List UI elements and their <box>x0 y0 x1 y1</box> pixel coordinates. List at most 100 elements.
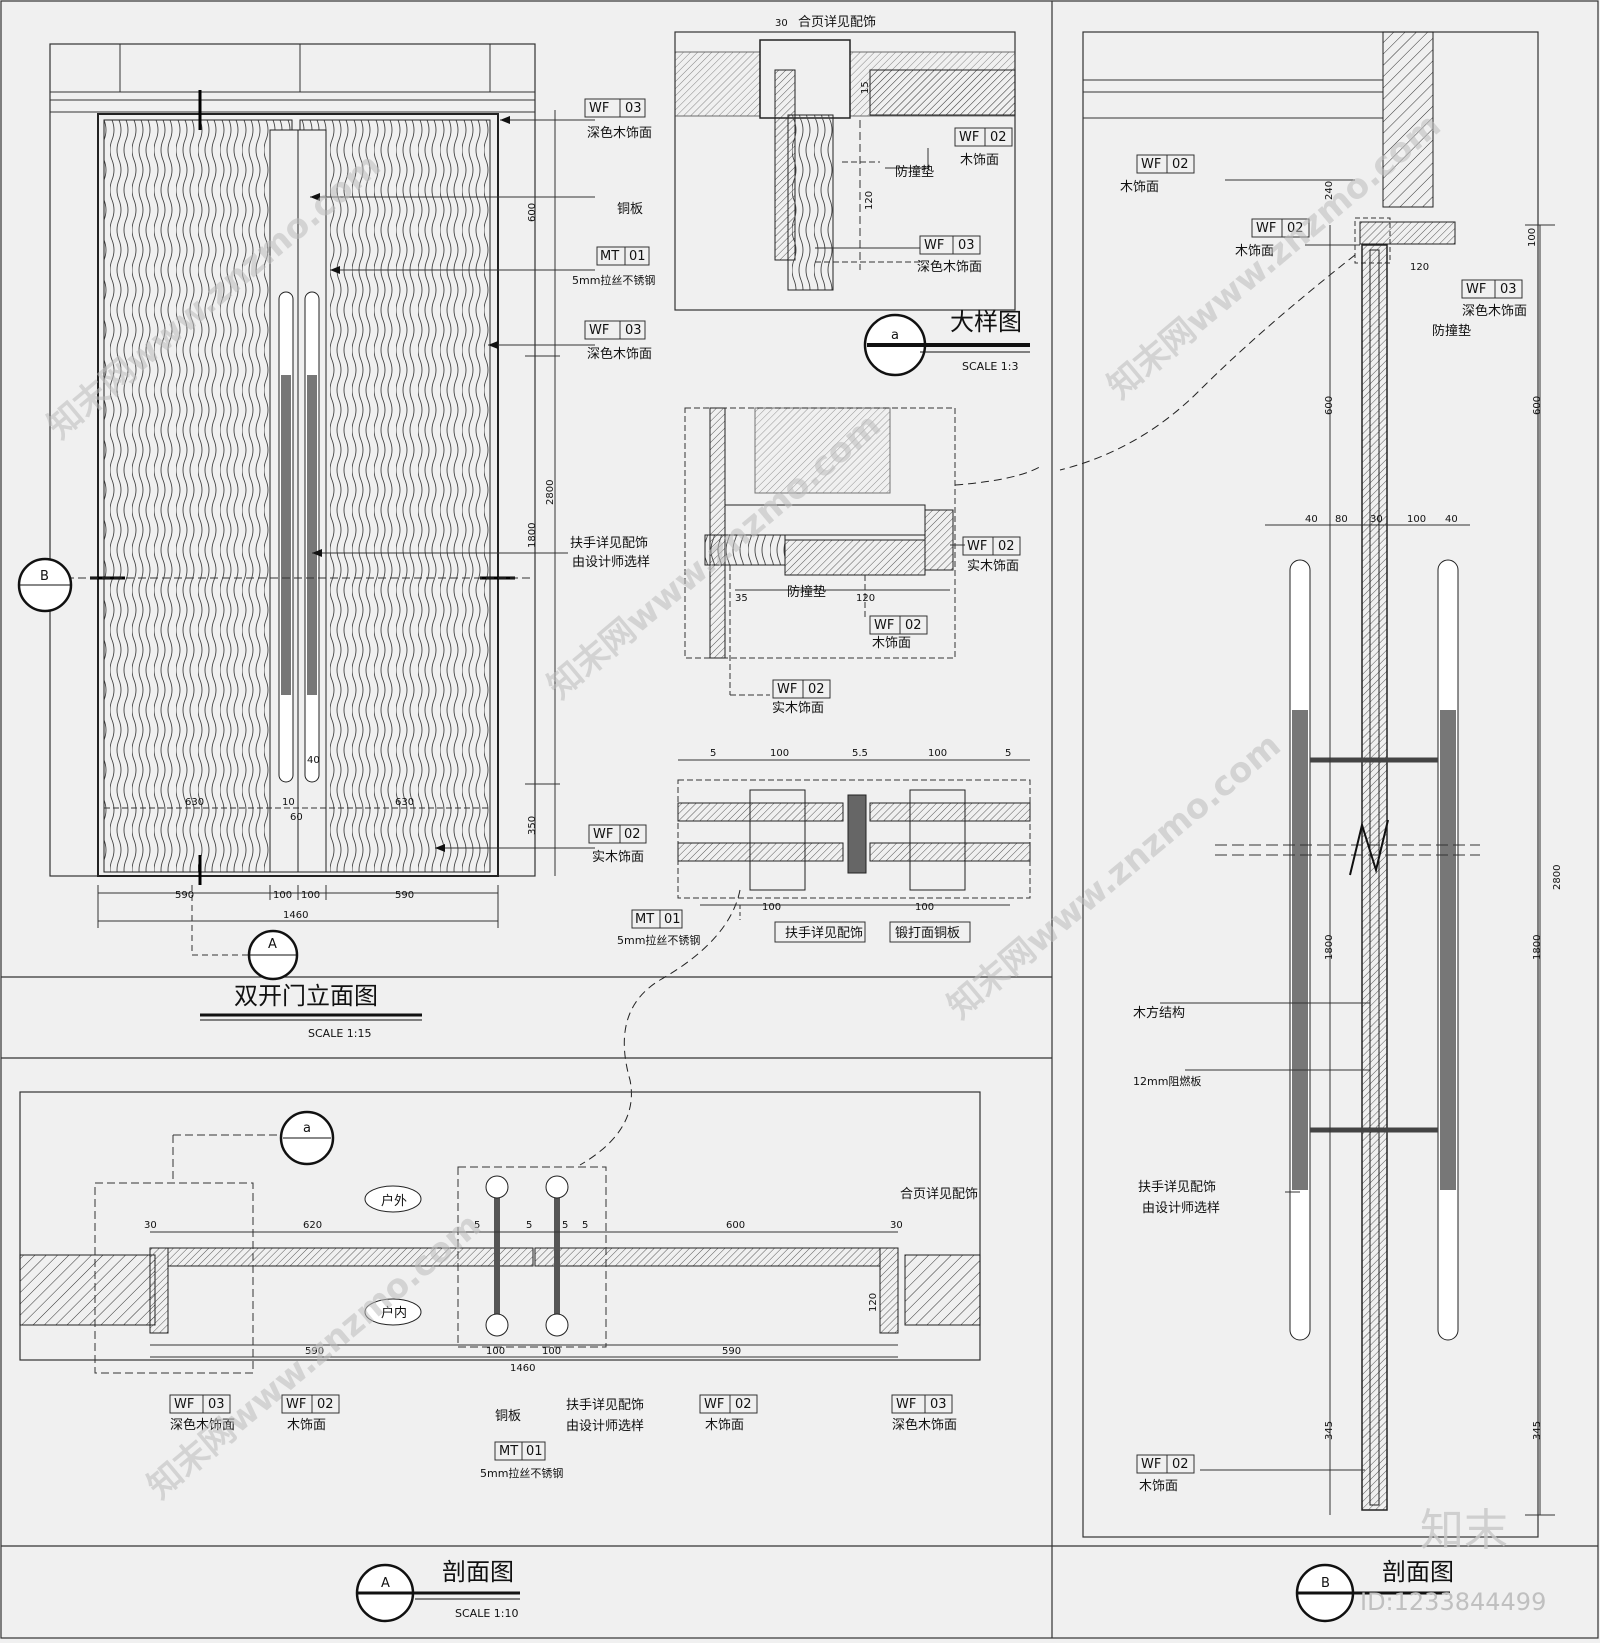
dim: 590 <box>305 1346 324 1357</box>
tag-label: 5mm拉丝不锈钢 <box>480 1466 563 1480</box>
tag-label: 木饰面 <box>1235 244 1274 259</box>
tag-label: 铜板 <box>617 202 643 217</box>
detail-a-scale: SCALE 1:3 <box>962 360 1018 373</box>
watermark-text: 知末网www.znzmo.com <box>1100 105 1449 407</box>
dim: 100 <box>486 1346 505 1357</box>
tag-code: WF <box>589 101 609 116</box>
tag-label-2: 由设计师选样 <box>572 555 650 570</box>
elevation-title: 双开门立面图 <box>234 982 378 1010</box>
tag-code: WF <box>704 1397 724 1412</box>
tag-num: 03 <box>625 101 642 116</box>
tag-label: 木饰面 <box>960 153 999 168</box>
dim: 30 <box>775 18 788 29</box>
dim: 60 <box>290 812 303 823</box>
tag-num: 02 <box>1172 157 1189 172</box>
tag-num: 03 <box>958 238 975 253</box>
dim: 600 <box>1324 396 1335 415</box>
section-marker-b-label: B <box>40 569 49 584</box>
dim: 80 <box>1335 514 1348 525</box>
dim: 100 <box>301 890 320 901</box>
tag-num: 02 <box>998 539 1015 554</box>
tag-code: WF <box>1466 282 1486 297</box>
image-id: ID:1233844499 <box>1360 1588 1546 1616</box>
dim: 35 <box>735 593 748 604</box>
dim: 620 <box>303 1220 322 1231</box>
tag-code: WF <box>589 323 609 338</box>
dim: 1800 <box>1324 935 1335 960</box>
tag-label: 深色木饰面 <box>170 1417 235 1433</box>
section-b-marker-label: B <box>1321 1576 1330 1591</box>
dim: 345 <box>1532 1421 1543 1440</box>
outside-label: 户外 <box>381 1193 407 1209</box>
tag-label: 扶手详见配饰 <box>785 926 863 941</box>
tag-label: 木饰面 <box>1120 180 1159 195</box>
dim: 600 <box>527 203 538 222</box>
tag-num: 03 <box>930 1397 947 1412</box>
tag-code: WF <box>1141 157 1161 172</box>
dim: 120 <box>864 191 875 210</box>
dim: 100 <box>273 890 292 901</box>
dim: 100 <box>928 748 947 759</box>
tag-label: 实木饰面 <box>772 701 824 716</box>
tag-label: 防撞垫 <box>1432 323 1471 339</box>
dim: 120 <box>868 1293 879 1312</box>
tag-label: 5mm拉丝不锈钢 <box>617 933 700 947</box>
dim: 1800 <box>1532 935 1543 960</box>
tag-code: WF <box>896 1397 916 1412</box>
detail-marker-a-ref-label: a <box>303 1121 311 1136</box>
tag-label: 深色木饰面 <box>587 346 652 362</box>
tag-label: 5mm拉丝不锈钢 <box>572 273 655 287</box>
dim: 590 <box>722 1346 741 1357</box>
section-a-marker-label: A <box>381 1576 390 1591</box>
door-leaf-right <box>299 119 491 873</box>
dim: 345 <box>1324 1421 1335 1440</box>
hinge-note: 合页详见配饰 <box>900 1187 978 1202</box>
dim: 1460 <box>283 910 308 921</box>
dim: 600 <box>1532 396 1543 415</box>
tag-label: 木饰面 <box>1139 1479 1178 1494</box>
tag-label: 木饰面 <box>287 1418 326 1433</box>
dim: 30 <box>144 1220 157 1231</box>
tag-num: 02 <box>624 827 641 842</box>
door-frame <box>97 113 499 877</box>
dim: 630 <box>395 797 414 808</box>
dim: 100 <box>762 902 781 913</box>
watermark-text: 知末网www.znzmo.com <box>940 725 1289 1027</box>
tag-label: 扶手详见配饰 <box>566 1398 644 1413</box>
tag-num: 03 <box>1500 282 1517 297</box>
door-leaf-left <box>103 119 293 873</box>
dim: 2800 <box>545 480 556 505</box>
detail-marker-a-label: a <box>891 328 899 343</box>
dim: 5 <box>474 1220 480 1231</box>
dim: 120 <box>856 593 875 604</box>
dim: 100 <box>770 748 789 759</box>
dim: 5 <box>562 1220 568 1231</box>
dim: 40 <box>307 755 320 766</box>
dim: 15 <box>860 81 871 94</box>
dim: 590 <box>175 890 194 901</box>
elevation-scale: SCALE 1:15 <box>308 1027 371 1040</box>
tag-label: 木饰面 <box>872 636 911 651</box>
dim: 40 <box>1305 514 1318 525</box>
tag-label: 12mm阻燃板 <box>1133 1074 1201 1088</box>
tag-label: 实木饰面 <box>592 850 644 865</box>
tag-label: 木方结构 <box>1133 1005 1185 1021</box>
tag-num: 01 <box>664 912 681 927</box>
dim: 5 <box>526 1220 532 1231</box>
dim: 1800 <box>527 523 538 548</box>
elevation-view <box>17 43 595 1021</box>
tag-label: 深色木饰面 <box>1462 303 1527 319</box>
detail-handle-view <box>579 759 1031 1166</box>
dim: 100 <box>915 902 934 913</box>
dim: 1460 <box>510 1363 535 1374</box>
dim: 10 <box>282 797 295 808</box>
dim: 240 <box>1324 181 1335 200</box>
detail-a-view <box>674 31 1030 377</box>
tag-label: 锻打面铜板 <box>895 926 960 941</box>
